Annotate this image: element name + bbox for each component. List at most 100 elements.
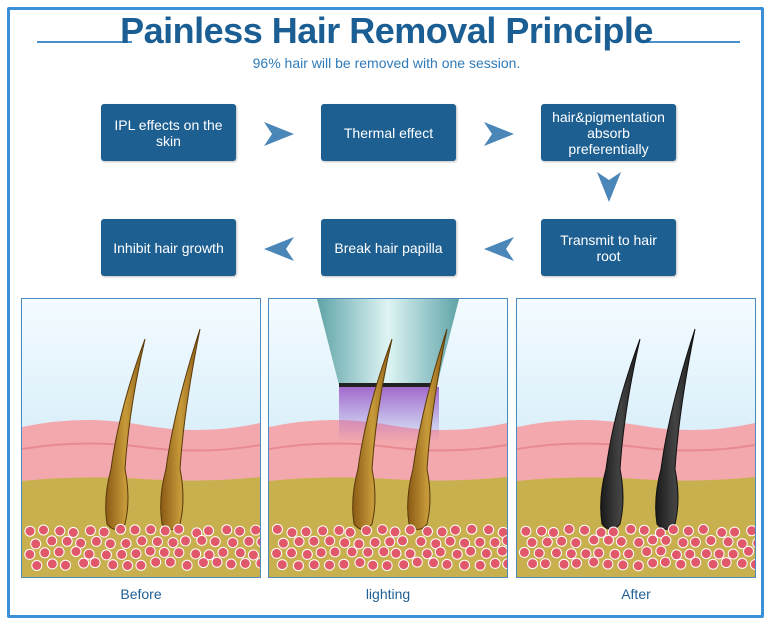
page-title: Painless Hair Removal Principle <box>0 10 773 52</box>
fat-cell <box>435 547 445 557</box>
fat-cell <box>226 559 236 569</box>
fat-cell <box>105 539 115 549</box>
fat-cell <box>528 559 538 569</box>
fat-cell <box>589 535 599 545</box>
fat-cell <box>423 526 433 536</box>
fat-cell <box>661 535 671 545</box>
fat-cell <box>475 537 485 547</box>
fat-cell <box>416 537 426 547</box>
fat-cell <box>146 525 156 535</box>
fat-cell <box>405 525 415 535</box>
fat-cell <box>99 527 109 537</box>
fat-cell <box>160 526 170 536</box>
step-box-break-papilla: Break hair papilla <box>321 219 456 276</box>
step-box-thermal-effect: Thermal effect <box>321 104 456 161</box>
fat-cell <box>475 560 485 570</box>
fat-cell <box>198 558 208 568</box>
fat-cell <box>277 560 287 570</box>
fat-cell <box>316 548 326 558</box>
arrow-down-icon <box>595 170 623 204</box>
fat-cell <box>191 549 201 559</box>
fat-cell <box>235 526 245 536</box>
fat-cell <box>445 536 455 546</box>
step-box-transmit-root: Transmit to hair root <box>541 219 676 276</box>
fat-cell <box>660 557 670 567</box>
fat-cell <box>450 525 460 535</box>
fat-cell <box>62 536 72 546</box>
fat-cell <box>197 535 207 545</box>
fat-cell <box>340 538 350 548</box>
fat-cell <box>678 538 688 548</box>
fat-cell <box>47 559 57 569</box>
fat-cell <box>648 535 658 545</box>
fat-cell <box>362 526 372 536</box>
fat-cell <box>278 538 288 548</box>
fat-cell <box>130 525 140 535</box>
fat-cell <box>228 538 238 548</box>
fat-cell <box>71 547 81 557</box>
fat-cell <box>168 538 178 548</box>
fat-cell <box>626 524 636 534</box>
step-label: Thermal effect <box>344 125 433 141</box>
fat-cell <box>594 548 604 558</box>
fat-cell <box>325 560 335 570</box>
arrow-left-icon <box>482 235 516 263</box>
fat-cell <box>589 557 599 567</box>
fat-cell <box>691 557 701 567</box>
fat-cell <box>549 528 559 538</box>
fat-cell <box>152 537 162 547</box>
fat-cell <box>123 561 133 571</box>
fat-cell <box>90 558 100 568</box>
fat-cell <box>728 549 738 559</box>
fat-cell <box>490 538 500 548</box>
fat-cell <box>204 526 214 536</box>
fat-cell <box>633 561 643 571</box>
step-label: Transmit to hair root <box>549 232 668 264</box>
fat-cell <box>706 536 716 546</box>
fat-cell <box>318 526 328 536</box>
fat-cell <box>648 558 658 568</box>
fat-cell <box>634 537 644 547</box>
fat-cell <box>248 550 258 560</box>
fat-cell <box>32 561 42 571</box>
fat-cell <box>287 548 297 558</box>
fat-cell <box>534 548 544 558</box>
fat-cell <box>527 538 537 548</box>
fat-cell <box>382 561 392 571</box>
fat-cell <box>165 557 175 567</box>
fat-cell <box>624 549 634 559</box>
fat-cell <box>656 546 666 556</box>
fat-cell <box>101 550 111 560</box>
fat-cell <box>552 548 562 558</box>
panel-before <box>21 298 261 578</box>
fat-cell <box>405 549 415 559</box>
step-box-absorb: hair&pigmentation absorb preferentially <box>541 104 676 161</box>
fat-cell <box>398 536 408 546</box>
fat-cell <box>452 549 462 559</box>
fat-cell <box>668 525 678 535</box>
fat-cell <box>559 559 569 569</box>
step-label: hair&pigmentation absorb preferentially <box>549 109 668 157</box>
fat-cell <box>467 524 477 534</box>
fat-cell <box>399 560 409 570</box>
fat-cell <box>117 549 127 559</box>
fat-cell <box>244 536 254 546</box>
fat-cell <box>354 539 364 549</box>
fat-cell <box>676 559 686 569</box>
arrow-right-icon <box>482 120 516 148</box>
fat-cell <box>642 547 652 557</box>
fat-cell <box>616 537 626 547</box>
fat-cell <box>385 537 395 547</box>
fat-cell <box>294 537 304 547</box>
fat-cell <box>108 560 118 570</box>
fat-cell <box>460 560 470 570</box>
fat-cell <box>481 548 491 558</box>
fat-cell <box>566 549 576 559</box>
fat-cell <box>222 525 232 535</box>
fat-cell <box>309 560 319 570</box>
step-label: IPL effects on the skin <box>109 117 228 149</box>
handpiece-tip <box>339 383 437 387</box>
epidermis-layer <box>517 420 755 484</box>
arrow-right-icon <box>262 120 296 148</box>
fat-cell <box>497 546 507 556</box>
